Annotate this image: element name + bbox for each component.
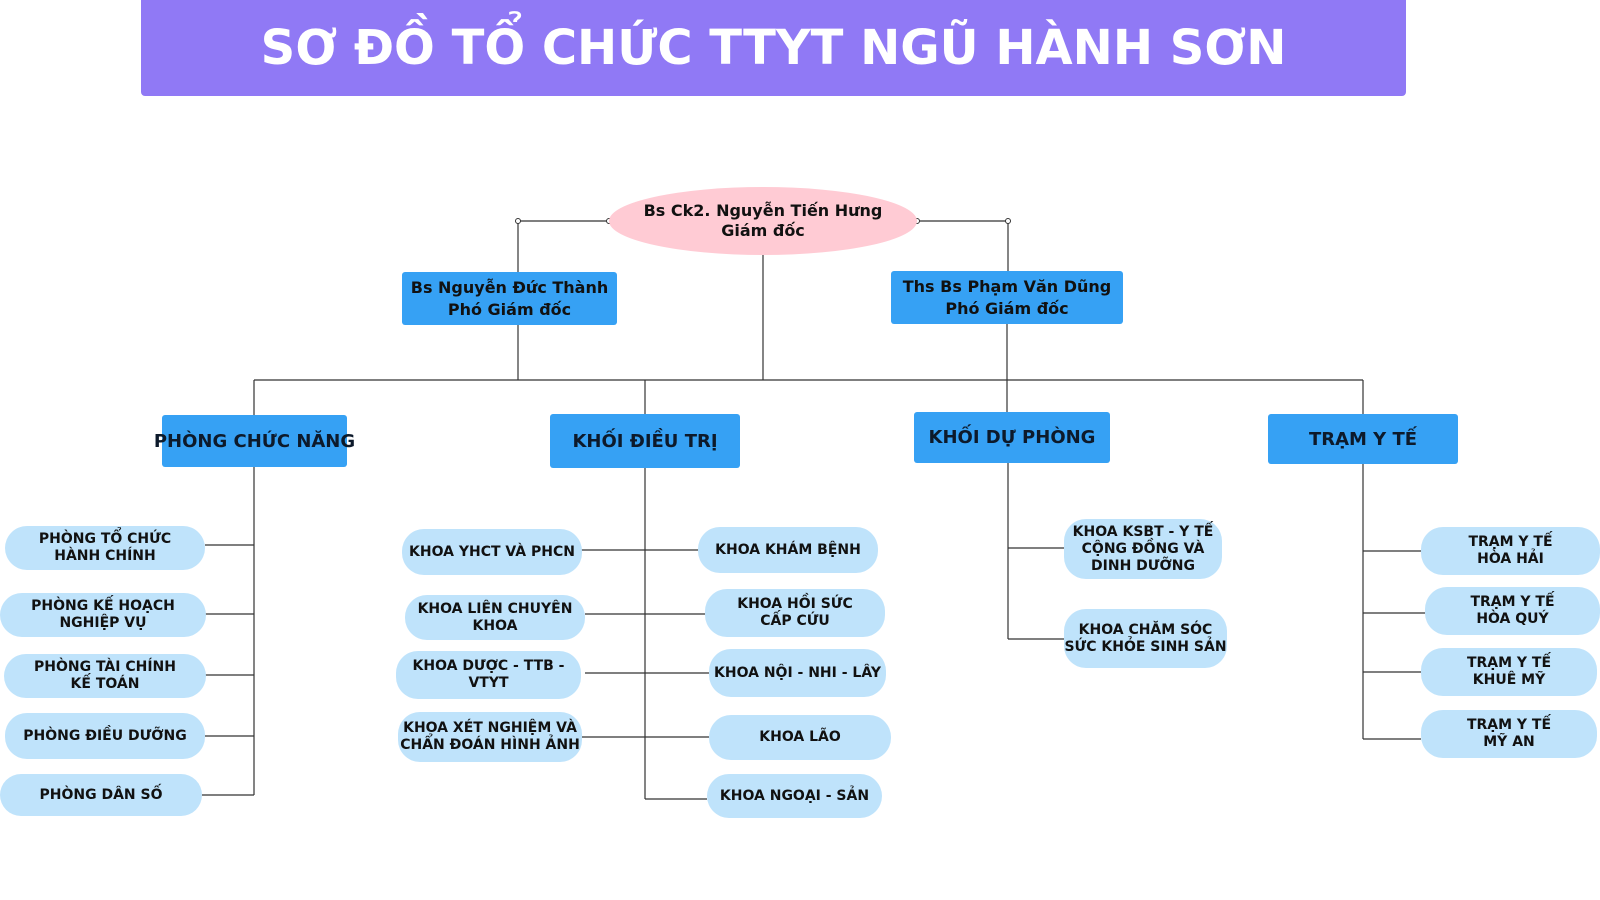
group-label: PHÒNG CHỨC NĂNG [153, 430, 356, 452]
leaf-line: CHẨN ĐOÁN HÌNH ẢNH [400, 737, 580, 753]
leaf-line: DINH DƯỠNG [1091, 557, 1195, 574]
leaf-phong-tai-chinh-ke-toan[interactable]: PHÒNG TÀI CHÍNH KẾ TOÁN [4, 654, 206, 698]
leaf-phong-to-chuc-hanh-chinh[interactable]: PHÒNG TỔ CHỨC HÀNH CHÍNH [5, 526, 205, 570]
leaf-tram-my-an[interactable]: TRẠM Y TẾ MỸ AN [1421, 710, 1597, 758]
leaf-phong-ke-hoach-nghiep-vu[interactable]: PHÒNG KẾ HOẠCH NGHIỆP VỤ [0, 593, 206, 637]
leaf-line: KHOA CHĂM SÓC [1078, 621, 1213, 638]
leaf-tram-khue-my[interactable]: TRẠM Y TẾ KHUÊ MỸ [1421, 648, 1597, 696]
leaf-khoa-yhct-phcn[interactable]: KHOA YHCT VÀ PHCN [402, 529, 582, 575]
deputy-name: Ths Bs Phạm Văn Dũng [902, 276, 1112, 296]
leaf-tram-hoa-hai[interactable]: TRẠM Y TẾ HÒA HẢI [1421, 527, 1600, 575]
leaf-line: PHÒNG KẾ HOẠCH [31, 598, 175, 614]
leaf-line: KHOA HỒI SỨC [737, 596, 853, 612]
leaf-khoa-lien-chuyen-khoa[interactable]: KHOA LIÊN CHUYÊN KHOA [405, 595, 585, 640]
leaf-phong-dan-so[interactable]: PHÒNG DÂN SỐ [0, 774, 202, 816]
leaf-line: PHÒNG TÀI CHÍNH [34, 659, 176, 675]
leaf-line: KHOA [472, 617, 518, 634]
group-tram-y-te[interactable]: TRẠM Y TẾ [1268, 414, 1458, 464]
leaf-line: HÒA QUÝ [1476, 611, 1549, 627]
leaf-line: KHUÊ MỸ [1472, 672, 1546, 688]
leaf-line: KHOA LÃO [759, 729, 841, 745]
leaf-line: KẾ TOÁN [70, 676, 140, 692]
leaf-khoa-ngoai-san[interactable]: KHOA NGOẠI - SẢN [707, 774, 882, 818]
director-role: Giám đốc [721, 221, 805, 240]
page-title: SƠ ĐỒ TỔ CHỨC TTYT NGŨ HÀNH SƠN [260, 20, 1287, 76]
deputy-node-2[interactable]: Ths Bs Phạm Văn Dũng Phó Giám đốc [891, 271, 1123, 324]
leaf-line: TRẠM Y TẾ [1470, 594, 1555, 610]
group-label: KHỐI DỰ PHÒNG [928, 427, 1096, 448]
deputy-role: Phó Giám đốc [447, 299, 572, 319]
leaf-line: KHOA LIÊN CHUYÊN [417, 600, 573, 617]
leaf-line: PHÒNG TỔ CHỨC [38, 531, 172, 547]
leaf-line: NGHIỆP VỤ [59, 615, 147, 631]
leaf-line: CỘNG ĐỒNG VÀ [1081, 540, 1205, 557]
leaf-line: PHÒNG DÂN SỐ [39, 786, 163, 803]
leaf-khoa-xet-nghiem-cdha[interactable]: KHOA XÉT NGHIỆM VÀ CHẨN ĐOÁN HÌNH ẢNH [398, 712, 582, 762]
leaf-line: VTYT [468, 675, 509, 691]
leaf-phong-dieu-duong[interactable]: PHÒNG ĐIỀU DƯỠNG [5, 713, 205, 759]
leaf-line: TRẠM Y TẾ [1466, 655, 1552, 671]
leaf-khoa-kham-benh[interactable]: KHOA KHÁM BỆNH [698, 527, 878, 573]
leaf-line: SỨC KHỎE SINH SẢN [1064, 638, 1227, 655]
title-banner: SƠ ĐỒ TỔ CHỨC TTYT NGŨ HÀNH SƠN [141, 0, 1406, 96]
group-phong-chuc-nang[interactable]: PHÒNG CHỨC NĂNG [154, 415, 355, 467]
leaf-line: HÒA HẢI [1477, 551, 1544, 567]
leaf-line: MỸ AN [1483, 734, 1535, 750]
deputy-node-1[interactable]: Bs Nguyễn Đức Thành Phó Giám đốc [402, 272, 617, 325]
leaf-khoa-duoc-ttb-vtyt[interactable]: KHOA DƯỢC - TTB - VTYT [396, 651, 581, 699]
leaf-line: PHÒNG ĐIỀU DƯỠNG [23, 727, 187, 744]
group-label: KHỐI ĐIỀU TRỊ [572, 430, 718, 452]
leaf-line: TRẠM Y TẾ [1468, 534, 1553, 550]
leaf-khoa-hoi-suc-cap-cuu[interactable]: KHOA HỒI SỨC CẤP CỨU [705, 589, 885, 637]
leaf-khoa-noi-nhi-lay[interactable]: KHOA NỘI - NHI - LÂY [709, 649, 886, 697]
deputy-name: Bs Nguyễn Đức Thành [410, 277, 609, 297]
leaf-line: KHOA YHCT VÀ PHCN [409, 543, 575, 560]
director-node[interactable]: Bs Ck2. Nguyễn Tiến Hưng Giám đốc [609, 187, 917, 255]
leaf-line: KHOA KHÁM BỆNH [715, 541, 861, 558]
group-label: TRẠM Y TẾ [1308, 428, 1418, 450]
leaf-line: KHOA NỘI - NHI - LÂY [714, 664, 881, 681]
leaf-khoa-lao[interactable]: KHOA LÃO [709, 715, 891, 760]
deputy-role: Phó Giám đốc [945, 298, 1069, 318]
leaf-line: KHOA XÉT NGHIỆM VÀ [403, 720, 577, 736]
leaf-tram-hoa-quy[interactable]: TRẠM Y TẾ HÒA QUÝ [1425, 587, 1600, 635]
leaf-line: KHOA DƯỢC - TTB - [412, 658, 565, 674]
leaf-line: CẤP CỨU [760, 613, 830, 629]
group-khoi-du-phong[interactable]: KHỐI DỰ PHÒNG [914, 412, 1110, 463]
director-name: Bs Ck2. Nguyễn Tiến Hưng [643, 201, 883, 220]
leaf-line: HÀNH CHÍNH [54, 548, 156, 564]
leaf-line: KHOA NGOẠI - SẢN [719, 787, 870, 804]
leaf-khoa-ksbt[interactable]: KHOA KSBT - Y TẾ CỘNG ĐỒNG VÀ DINH DƯỠNG [1064, 519, 1222, 579]
leaf-khoa-cham-soc-sksS[interactable]: KHOA CHĂM SÓC SỨC KHỎE SINH SẢN [1064, 609, 1227, 668]
leaf-line: TRẠM Y TẾ [1466, 717, 1552, 733]
leaf-line: KHOA KSBT - Y TẾ [1072, 523, 1214, 540]
group-khoi-dieu-tri[interactable]: KHỐI ĐIỀU TRỊ [550, 414, 740, 468]
